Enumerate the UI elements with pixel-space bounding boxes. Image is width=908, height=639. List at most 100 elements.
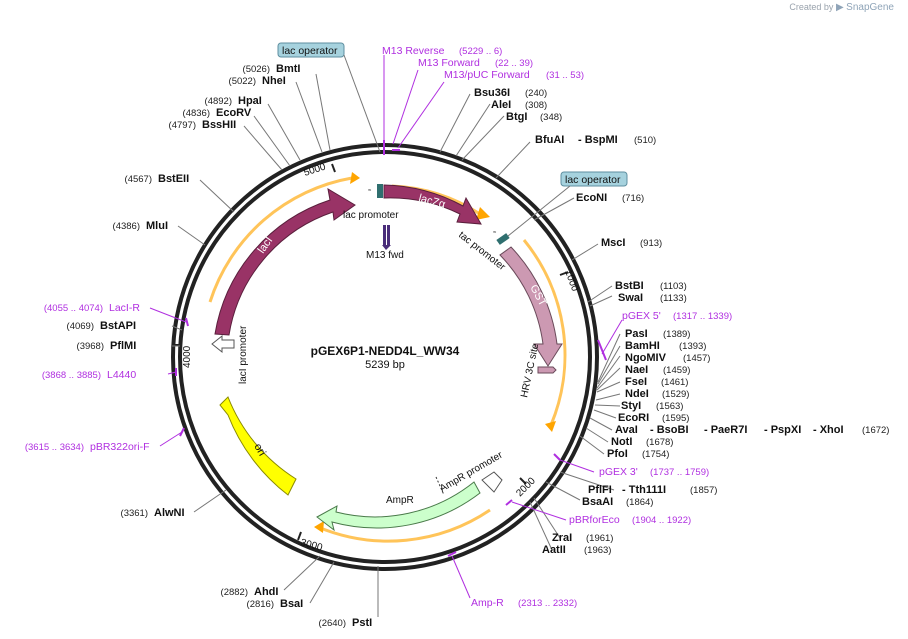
enzyme-swai-name: SwaI	[618, 292, 643, 304]
enzyme-bstbi[interactable]: BstBI (1103)	[615, 280, 687, 292]
primer-m13puc[interactable]: M13/pUC Forward (31 .. 53)	[444, 69, 584, 81]
enzyme-bsobi-name: - BsoBI	[650, 424, 689, 436]
enzyme-paer7i-name: - PaeR7I	[704, 424, 747, 436]
primer-m13rev[interactable]: M13 Reverse (5229 .. 6)	[382, 45, 502, 57]
enzyme-hpai[interactable]: (4892) HpaI	[205, 95, 262, 107]
feature-tac-promoter[interactable]: ≈ tac promoter	[456, 230, 510, 274]
enzyme-pspxi-name: - PspXI	[764, 424, 801, 436]
enzyme-ecorv-name: EcoRV	[216, 107, 252, 119]
feature-laci[interactable]: lacI	[214, 188, 356, 336]
primer-ampr[interactable]: Amp-R (2313 .. 2332)	[471, 597, 577, 609]
primer-laci-r[interactable]: (4055 .. 4074) LacI-R	[44, 302, 140, 314]
enzyme-noti-pos: (1678)	[646, 437, 673, 448]
lac-operator-1-label: lac operator	[282, 45, 338, 57]
primer-pgex3-pos: (1737 .. 1759)	[650, 467, 709, 478]
enzyme-bsteii[interactable]: (4567) BstEII	[125, 173, 190, 185]
enzyme-xhoi-pos: (1672)	[862, 425, 889, 436]
enzyme-bsaai[interactable]: BsaAI (1864)	[582, 496, 653, 508]
enzyme-bfuai-bspmi[interactable]: BfuAI - BspMI (510)	[535, 134, 656, 146]
scale-ticks	[172, 163, 569, 541]
enzyme-bsu36i-pos: (240)	[525, 88, 547, 99]
enzyme-bsshii-name: BssHII	[202, 119, 236, 131]
enzyme-hpai-pos: (4892)	[205, 96, 232, 107]
enzyme-mlui-name: MluI	[146, 220, 168, 232]
enzyme-alei-name: AleI	[491, 99, 511, 111]
enzyme-naei[interactable]: NaeI (1459)	[625, 364, 690, 376]
enzyme-swai-pos: (1133)	[660, 293, 687, 304]
feature-ori[interactable]: ori	[219, 396, 297, 496]
feature-ampr[interactable]: AmpR	[316, 481, 481, 532]
enzyme-bsai[interactable]: (2816) BsaI	[247, 598, 304, 610]
enzyme-ngomiv-name: NgoMIV	[625, 352, 667, 364]
feature-ampr-label: AmpR	[386, 495, 414, 506]
primer-laci-r-pos: (4055 .. 4074)	[44, 303, 103, 314]
enzyme-btgi[interactable]: BtgI (348)	[506, 111, 562, 123]
plasmid-name: pGEX6P1-NEDD4L_WW34	[311, 344, 460, 358]
enzyme-ecori[interactable]: EcoRI (1595)	[618, 412, 689, 424]
enzyme-bstapi-name: BstAPI	[100, 320, 136, 332]
enzyme-ahdi-name: AhdI	[254, 586, 278, 598]
enzyme-ndei-pos: (1529)	[662, 389, 689, 400]
enzyme-econi-name: EcoNI	[576, 192, 607, 204]
enzyme-econi-pos: (716)	[622, 193, 644, 204]
enzyme-bamhi[interactable]: BamHI (1393)	[625, 340, 706, 352]
lac-operator-2[interactable]: lac operator	[507, 171, 628, 237]
enzyme-econi[interactable]: EcoNI (716)	[576, 192, 644, 204]
feature-tac-promoter-label: tac promoter	[456, 230, 508, 274]
enzyme-alei[interactable]: AleI (308)	[491, 99, 547, 111]
snapgene-credit: Created by ▶ SnapGene	[789, 2, 894, 13]
enzyme-pasi[interactable]: PasI (1389)	[625, 328, 690, 340]
enzyme-ngomiv[interactable]: NgoMIV (1457)	[625, 352, 710, 364]
enzyme-noti[interactable]: NotI (1678)	[611, 436, 673, 448]
feature-laci-promoter[interactable]: lacI promoter	[211, 325, 249, 384]
enzyme-pflmi-pos: (3968)	[77, 341, 104, 352]
enzyme-xhoi-group[interactable]: AvaI - BsoBI - PaeR7I - PspXI - XhoI (16…	[615, 424, 889, 436]
enzyme-pfoi[interactable]: PfoI (1754)	[607, 448, 669, 460]
enzyme-bsteii-name: BstEII	[158, 173, 189, 185]
enzyme-styi-name: StyI	[621, 400, 641, 412]
enzyme-nhei[interactable]: (5022) NheI	[229, 75, 286, 87]
enzyme-avai-name: AvaI	[615, 424, 638, 436]
snapgene-logo-icon: ▶	[835, 2, 844, 13]
tac-promoter-squiggle-icon: ≈	[493, 230, 497, 236]
plasmid-size: 5239 bp	[365, 359, 405, 371]
enzyme-ndei-name: NdeI	[625, 388, 649, 400]
primer-pgex3[interactable]: pGEX 3' (1737 .. 1759)	[599, 466, 709, 478]
enzyme-ecorv[interactable]: (4836) EcoRV	[183, 107, 252, 119]
enzyme-bsshii[interactable]: (4797) BssHII	[169, 119, 237, 131]
enzyme-zrai[interactable]: ZraI (1961)	[552, 532, 613, 544]
enzyme-btgi-pos: (348)	[540, 112, 562, 123]
enzyme-psti[interactable]: (2640) PstI	[319, 617, 373, 629]
enzyme-alwni[interactable]: (3361) AlwNI	[121, 507, 185, 519]
enzyme-pflfi-name: PflFI	[588, 484, 612, 496]
primer-m13fwd[interactable]: M13 Forward (22 .. 39)	[418, 57, 533, 69]
enzyme-swai[interactable]: SwaI (1133)	[618, 292, 687, 304]
enzyme-bspmi-name: - BspMI	[578, 134, 618, 146]
enzyme-aatii[interactable]: AatII (1963)	[542, 544, 611, 556]
enzyme-styi-pos: (1563)	[656, 401, 683, 412]
enzyme-styi[interactable]: StyI (1563)	[621, 400, 683, 412]
primer-m13puc-name: M13/pUC Forward	[444, 69, 530, 81]
enzyme-bsu36i[interactable]: Bsu36I (240)	[474, 87, 547, 99]
enzyme-pflfi-tth111i[interactable]: PflFI - Tth111I (1857)	[588, 484, 717, 496]
enzyme-mlui[interactable]: (4386) MluI	[113, 220, 168, 232]
enzyme-bstapi[interactable]: (4069) BstAPI	[67, 320, 137, 332]
primer-l4440[interactable]: (3868 .. 3885) L4440	[42, 369, 137, 381]
feature-ori-label: ori	[251, 442, 268, 459]
enzyme-msci[interactable]: MscI (913)	[601, 237, 662, 249]
primer-pbr322ori-name: pBR322ori-F	[90, 441, 150, 453]
primer-pbrforeco[interactable]: pBRforEco (1904 .. 1922)	[569, 514, 691, 526]
enzyme-bsaai-name: BsaAI	[582, 496, 613, 508]
feature-m13-fwd[interactable]: M13 fwd	[366, 225, 404, 261]
enzyme-bmti[interactable]: (5026) BmtI	[243, 63, 301, 75]
feature-m13-fwd-label: M13 fwd	[366, 250, 404, 261]
enzyme-ahdi[interactable]: (2882) AhdI	[221, 586, 279, 598]
enzyme-ecorv-pos: (4836)	[183, 108, 210, 119]
enzyme-fsei[interactable]: FseI (1461)	[625, 376, 688, 388]
enzyme-pflmi[interactable]: (3968) PflMI	[77, 340, 137, 352]
primer-pbr322ori[interactable]: (3615 .. 3634) pBR322ori-F	[25, 441, 150, 453]
primer-m13puc-pos: (31 .. 53)	[546, 70, 584, 81]
lac-operator-1[interactable]: lac operator	[277, 42, 381, 153]
primer-pgex5[interactable]: pGEX 5' (1317 .. 1339)	[622, 310, 732, 322]
enzyme-ndei[interactable]: NdeI (1529)	[625, 388, 689, 400]
